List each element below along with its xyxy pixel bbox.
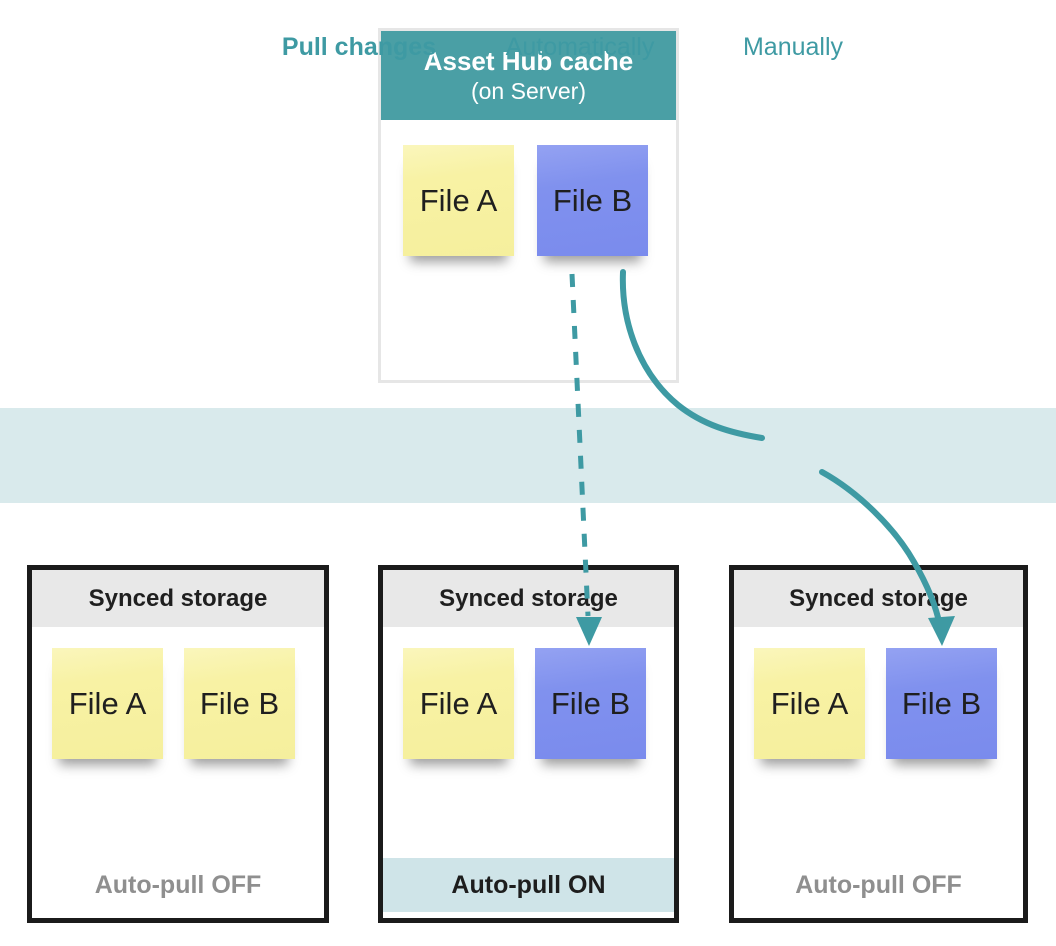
auto-pull-status: Auto-pull OFF	[94, 871, 262, 899]
auto-pull-status: Auto-pull ON	[383, 858, 674, 912]
file-label: File A	[419, 182, 498, 218]
file-label: File A	[419, 685, 498, 721]
cache-header: Asset Hub cache (on Server)	[381, 31, 676, 120]
storage3-file-a-note: File A	[754, 648, 865, 759]
synced-storage-box-3: Synced storage File A File B Auto-pull O…	[729, 565, 1028, 923]
synced-storage-box-2: Synced storage File A File B Auto-pull O…	[378, 565, 679, 923]
file-label: File B	[550, 685, 631, 721]
storage-header: Synced storage	[383, 570, 674, 627]
cache-subtitle: (on Server)	[470, 78, 587, 105]
storage-header: Synced storage	[32, 570, 324, 627]
file-label: File A	[68, 685, 147, 721]
manually-label: Manually	[742, 33, 844, 61]
pull-changes-label: Pull changes	[281, 33, 437, 61]
pull-changes-band	[0, 408, 1056, 503]
file-label: File B	[199, 685, 280, 721]
asset-hub-cache-box: Asset Hub cache (on Server) File A File …	[378, 28, 679, 383]
storage1-file-b-note: File B	[184, 648, 295, 759]
cache-file-a-note: File A	[403, 145, 514, 256]
synced-storage-box-1: Synced storage File A File B Auto-pull O…	[27, 565, 329, 923]
storage1-file-a-note: File A	[52, 648, 163, 759]
storage2-file-b-note: File B	[535, 648, 646, 759]
cache-file-b-note: File B	[537, 145, 648, 256]
file-label: File B	[901, 685, 982, 721]
storage2-file-a-note: File A	[403, 648, 514, 759]
automatically-label: Automatically	[505, 33, 655, 61]
file-label: File B	[552, 182, 633, 218]
storage3-file-b-note: File B	[886, 648, 997, 759]
file-label: File A	[770, 685, 849, 721]
auto-pull-status: Auto-pull OFF	[795, 871, 962, 899]
storage-header: Synced storage	[734, 570, 1023, 627]
cache-title: Asset Hub cache	[423, 45, 634, 76]
